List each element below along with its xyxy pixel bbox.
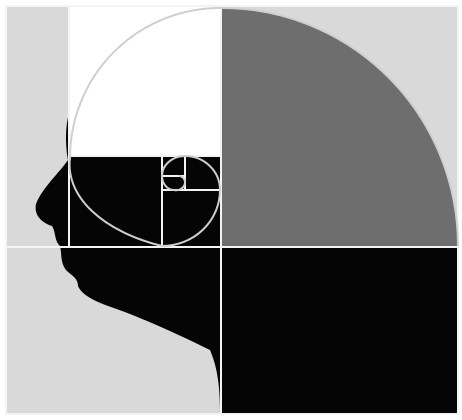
tile-black-square: [222, 248, 458, 414]
